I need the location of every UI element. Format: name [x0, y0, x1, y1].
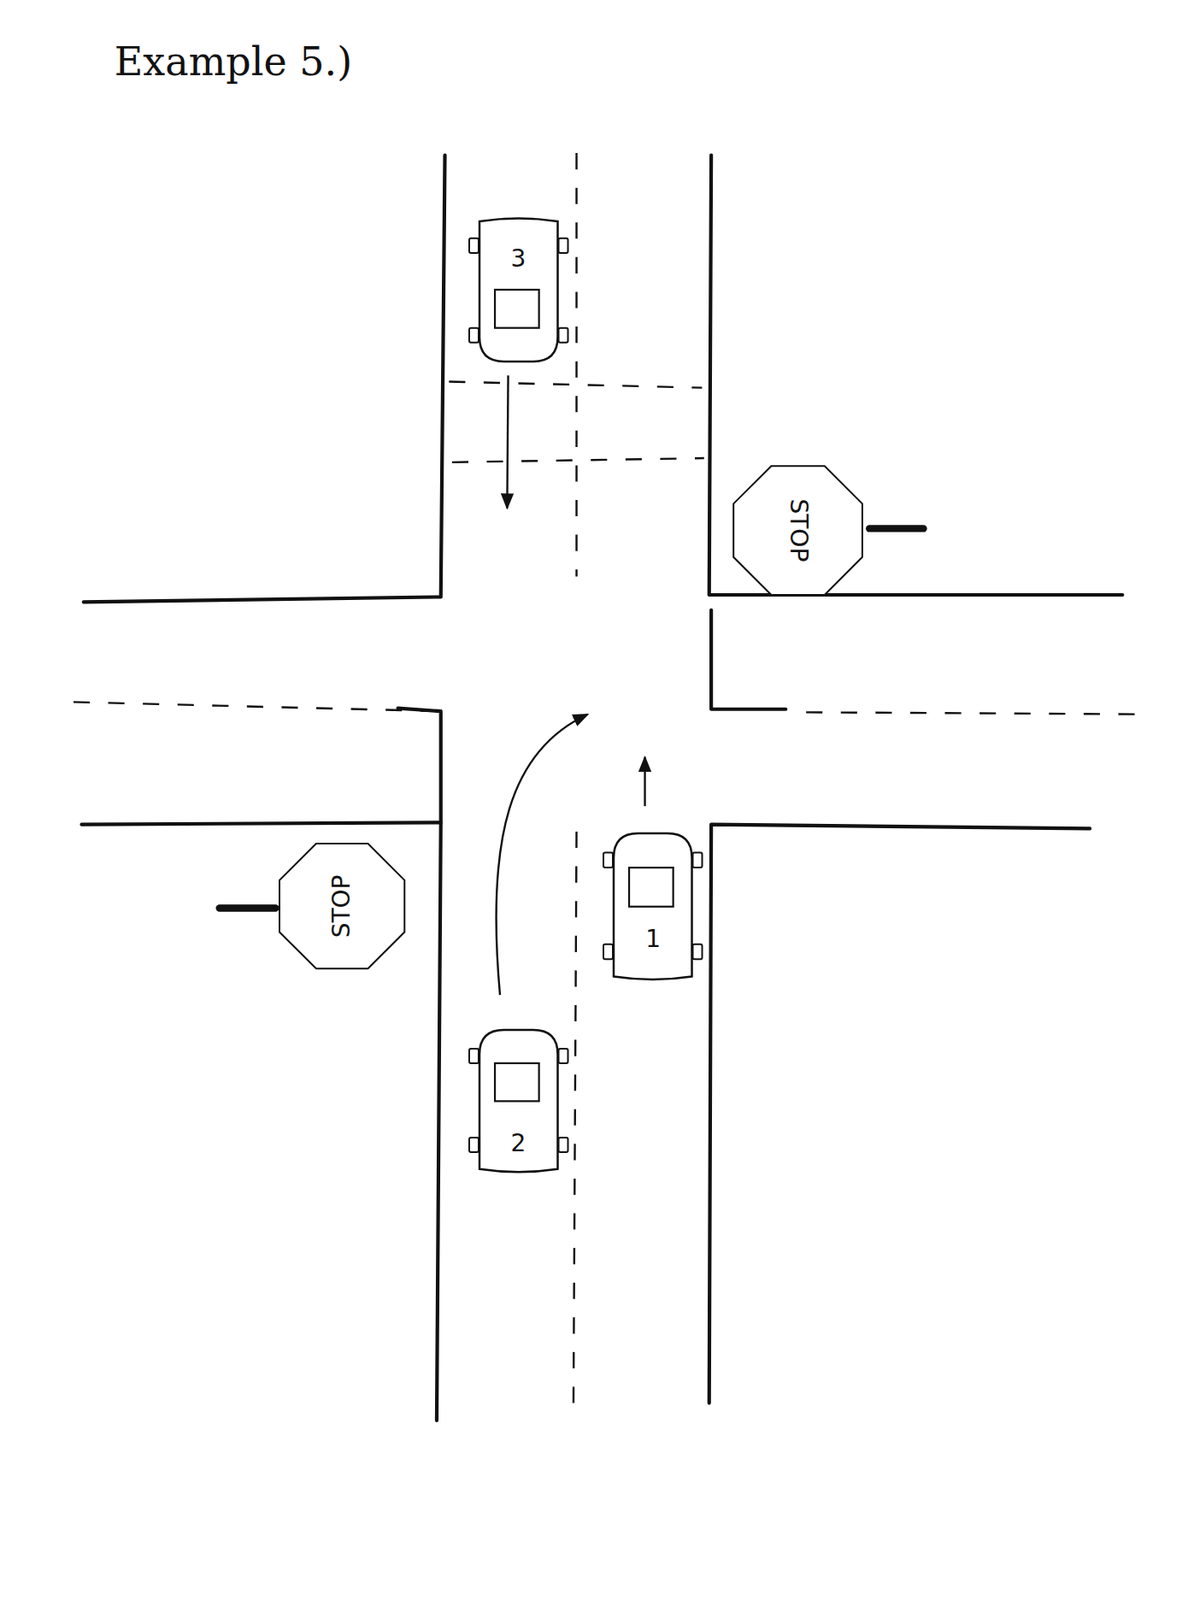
center-line	[573, 831, 577, 1404]
stop-line	[711, 610, 786, 710]
car-body	[479, 1029, 559, 1172]
car-mirror	[558, 328, 568, 343]
center-line	[575, 152, 577, 577]
stop-line	[398, 708, 442, 824]
car-body	[613, 833, 693, 980]
diagram-title: Example 5.)	[114, 38, 353, 85]
sign-text: STOP	[784, 499, 812, 563]
windshield	[629, 867, 674, 907]
motion-arrow	[506, 375, 508, 508]
car-mirror	[469, 328, 479, 343]
road-edge	[709, 824, 1090, 1404]
road-edge	[709, 154, 1124, 595]
car-mirror	[558, 238, 568, 253]
car-mirror	[469, 1137, 479, 1153]
car-mirror	[558, 1048, 568, 1064]
center-line	[73, 701, 442, 712]
car-mirror	[469, 1048, 479, 1064]
center-line	[805, 711, 1148, 714]
crosswalk-line	[448, 382, 702, 389]
car-symbol: 1	[611, 831, 695, 983]
octagon-outline	[279, 843, 405, 969]
stop-sign: STOP	[726, 458, 870, 602]
car-outline	[477, 216, 560, 364]
car-mirror	[603, 852, 613, 869]
car-mirror	[693, 944, 703, 960]
road-edge	[83, 154, 446, 602]
octagon-outline	[733, 465, 863, 595]
car-body	[479, 218, 559, 362]
car-mirror	[603, 944, 613, 960]
car-symbol: 2	[477, 1028, 560, 1175]
car-outline	[611, 831, 695, 983]
windshield	[494, 289, 540, 329]
car-mirror	[558, 1137, 568, 1153]
sign-post	[219, 904, 277, 912]
car-number: 1	[645, 926, 661, 953]
car-mirror	[693, 852, 703, 869]
sign-post	[869, 524, 924, 532]
motion-arrow	[643, 757, 646, 806]
windshield	[494, 1063, 540, 1101]
car-number: 2	[511, 1130, 527, 1158]
road-edge	[82, 822, 442, 1421]
stop-sign: STOP	[272, 836, 412, 976]
crosswalk-line	[452, 458, 705, 463]
car-symbol: 3	[477, 216, 560, 364]
turn-arrow	[495, 714, 588, 995]
car-mirror	[469, 238, 479, 253]
sign-text: STOP	[329, 874, 356, 938]
car-number: 3	[511, 246, 527, 273]
